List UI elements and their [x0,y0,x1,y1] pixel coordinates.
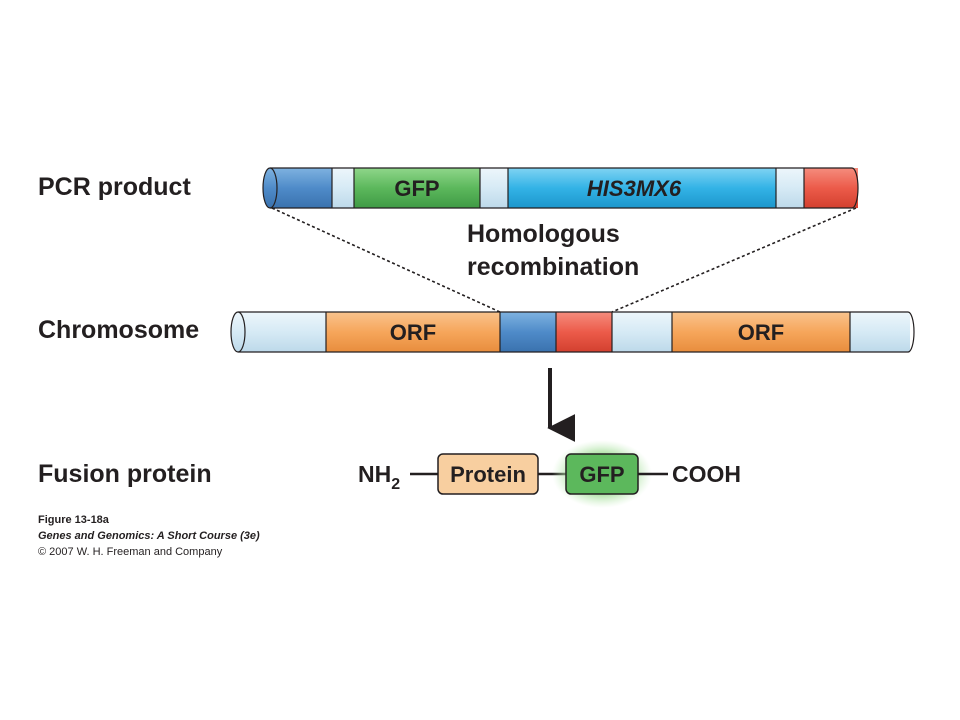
fusion-protein: NH2 Protein GFP COOH [358,440,741,508]
chromosome-cylinder: ORF ORF [230,311,915,353]
pcr-segment-his3mx6 [508,168,776,208]
recombination-lines [271,207,857,313]
chromosome-segment-left-flank [238,312,326,352]
recombination-label-line1: Homologous [467,220,620,248]
row-label-chromosome: Chromosome [38,316,199,344]
pcr-segment-right-homology [804,168,858,208]
row-label-pcr-product: PCR product [38,173,191,201]
chromosome-segment-homology-blue [500,312,556,352]
n-terminus-subscript: 2 [391,476,400,493]
pcr-segment-left-homology [270,168,332,208]
row-label-fusion-protein: Fusion protein [38,460,212,488]
caption-copyright: © 2007 W. H. Freeman and Company [38,546,223,558]
chromosome-orf-left-label: ORF [390,320,436,345]
chromosome-cylinder-end-cap [230,311,246,353]
n-terminus-label: NH2 [358,461,400,493]
c-terminus-label: COOH [672,461,741,487]
caption-book-title: Genes and Genomics: A Short Course (3e) [38,530,260,542]
gfp-box-label: GFP [579,462,624,487]
pcr-segment-spacer [480,168,508,208]
protein-box-label: Protein [450,462,526,487]
chromosome-segment-orf-left [326,312,500,352]
pcr-segment-linker [332,168,354,208]
pcr-cylinder-end-cap [262,167,278,209]
pcr-segment-spacer-right [776,168,804,208]
caption-figure-number: Figure 13-18a [38,514,109,526]
pcr-gfp-label: GFP [394,176,439,201]
chromosome-segment-middle-flank [612,312,672,352]
chromosome-segment-homology-red [556,312,612,352]
pcr-product-cylinder: GFP HIS3MX6 [262,167,859,209]
chromosome-segment-right-flank [850,312,910,352]
chromosome-segment-orf-right [672,312,850,352]
pcr-his3mx6-label: HIS3MX6 [587,176,682,201]
chromosome-orf-right-label: ORF [738,320,784,345]
pcr-segment-gfp [354,168,480,208]
recombination-label-line2: recombination [467,253,639,281]
